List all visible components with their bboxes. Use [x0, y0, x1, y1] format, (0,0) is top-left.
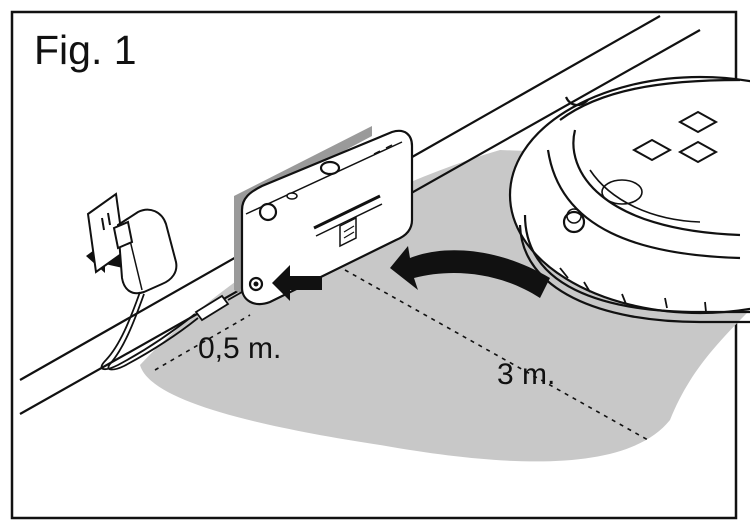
- arrow-curved-return: [390, 246, 550, 298]
- distance-label-near: 0,5 m.: [198, 332, 282, 365]
- distance-label-far: 3 m.: [497, 358, 556, 391]
- distance-lines: [154, 269, 649, 441]
- power-cable: [100, 291, 243, 371]
- robot-base-ticks: [559, 267, 707, 313]
- docking-station: [234, 126, 414, 306]
- figure-label: Fig. 1: [34, 27, 137, 73]
- arrow-into-dock: [272, 265, 322, 301]
- power-adapter: [86, 192, 178, 295]
- robot-vacuum: [508, 75, 750, 324]
